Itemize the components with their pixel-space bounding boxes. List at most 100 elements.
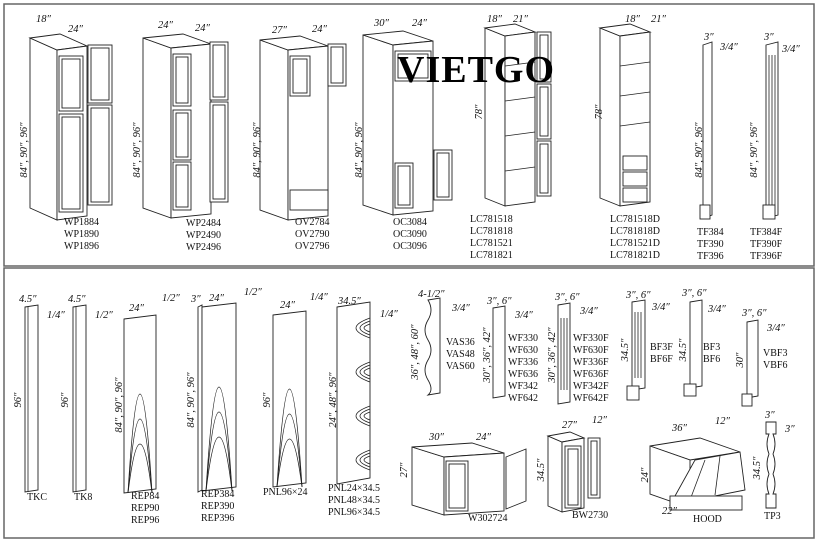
item-w302724: 30″ 24″ 27″ W302724 xyxy=(399,432,507,524)
dim-depth: 18″ xyxy=(487,14,503,25)
model-label: WF342 xyxy=(508,381,538,392)
door-panel xyxy=(567,448,579,506)
dim-width: 4-1/2″ xyxy=(418,289,445,300)
plywood-panel xyxy=(272,310,307,488)
dim-depth: 12″ xyxy=(715,416,731,427)
model-label: WP1896 xyxy=(64,241,99,252)
dim-height: 34.5″ xyxy=(752,456,763,480)
item-bff: 3″, 6″ 3/4″ 34.5″ BF3F BF6F xyxy=(620,290,673,365)
model-label: LC781521D xyxy=(610,238,660,249)
dim-bottom-depth: 22″ xyxy=(662,506,678,517)
dim-width: 3″, 6″ xyxy=(625,290,651,301)
dim-height: 30″, 36″, 42″ xyxy=(482,327,493,384)
cabinet-front xyxy=(504,31,536,207)
item-wff: 3″, 6″ 3/4″ 30″, 36″, 42″ WF330F WF630F … xyxy=(547,292,609,404)
dim-width: 24″ xyxy=(280,300,296,311)
model-label: WP2496 xyxy=(186,242,221,253)
dim-width: 3″, 6″ xyxy=(681,288,707,299)
model-label: PNL48×34.5 xyxy=(328,495,380,506)
dim-depth: 3″ xyxy=(784,424,795,435)
door-panel xyxy=(539,34,549,80)
dim-height: 78″ xyxy=(474,104,485,120)
dim-height: 34.5″ xyxy=(620,338,631,362)
dim-height: 84″, 90″, 96″ xyxy=(694,122,705,178)
model-label: OV2790 xyxy=(295,229,329,240)
filler-base xyxy=(683,383,697,397)
bottom-panel-frame xyxy=(3,267,815,539)
model-label: BF3 xyxy=(703,342,720,353)
model-label: VAS36 xyxy=(446,337,475,348)
model-label: LC781821D xyxy=(610,250,660,261)
model-label: VBF3 xyxy=(763,348,787,359)
dim-width: 24″ xyxy=(195,23,211,34)
door-panel xyxy=(90,107,110,203)
refrigerator-end-panel xyxy=(201,302,237,492)
wood-grain xyxy=(276,388,303,488)
toe-kick-strip xyxy=(72,304,87,493)
wood-grain xyxy=(205,386,233,492)
dim-height: 96″ xyxy=(13,392,24,408)
model-label: BF3F xyxy=(650,342,673,353)
model-label: PNL96×24 xyxy=(263,487,308,498)
dim-width: 3″ xyxy=(763,32,774,43)
model-label: BF6F xyxy=(650,354,673,365)
watermark-logo: VIETGO xyxy=(397,49,555,91)
model-label: WF330 xyxy=(508,333,538,344)
model-label: LC781521 xyxy=(470,238,513,249)
model-label: HOOD xyxy=(693,514,722,525)
door-panel xyxy=(61,116,81,210)
dim-width: 24″ xyxy=(412,18,428,29)
cabinet-side xyxy=(142,37,172,219)
wood-grain xyxy=(359,320,371,336)
drawer xyxy=(622,187,648,203)
model-label: BF6 xyxy=(703,354,720,365)
model-label: WF642F xyxy=(573,393,609,404)
item-tp3: 3″ 3″ 34.5″ TP3 xyxy=(752,410,795,522)
model-label: REP390 xyxy=(201,501,234,512)
model-label: VAS60 xyxy=(446,361,475,372)
model-label: LC781818D xyxy=(610,226,660,237)
hood-strap xyxy=(689,459,706,501)
wood-grain xyxy=(355,317,371,339)
dim-thickness: 3/4″ xyxy=(514,310,533,321)
item-vas: 4-1/2″ 3/4″ 36″, 48″, 60″ VAS36 VAS48 VA… xyxy=(410,289,475,381)
door-panel xyxy=(212,44,226,98)
dim-width: 27″ xyxy=(562,420,578,431)
top-panel-frame xyxy=(3,3,815,267)
model-label: TF390F xyxy=(750,239,783,250)
model-label: WF642 xyxy=(508,393,538,404)
item-rep: 24″ 1/2″ 84″, 90″, 96″ REP84 REP90 REP96 xyxy=(114,293,180,526)
dim-width: 36″ xyxy=(671,423,688,434)
model-label: LC781818 xyxy=(470,226,513,237)
door-panel xyxy=(436,152,450,198)
filler-base xyxy=(741,393,753,407)
model-label: WP1884 xyxy=(64,217,99,228)
model-label: OC3096 xyxy=(393,241,427,252)
model-label: OC3084 xyxy=(393,217,427,228)
wood-grain xyxy=(363,411,371,421)
model-label: WF330F xyxy=(573,333,609,344)
dim-thickness: 1/4″ xyxy=(310,292,328,303)
model-label: OV2784 xyxy=(295,217,329,228)
plywood-panel xyxy=(336,301,371,485)
dim-width: 3″, 6″ xyxy=(741,308,767,319)
model-label: WP2484 xyxy=(186,218,221,229)
cabinet-side xyxy=(29,37,58,221)
wood-grain xyxy=(127,418,153,494)
model-label: WF636 xyxy=(508,369,538,380)
wood-grain xyxy=(127,443,153,494)
dim-width: 30″ xyxy=(428,432,445,443)
item-lc: 18″ 21″ 78″ LC781518 LC781818 LC781521 L… xyxy=(470,14,529,261)
filler-base xyxy=(699,204,711,220)
model-label: REP96 xyxy=(131,515,159,526)
model-label: REP384 xyxy=(201,489,234,500)
door-panel xyxy=(61,58,81,109)
cabinet-shelf xyxy=(619,91,651,97)
dim-height: 96″ xyxy=(262,392,273,408)
dim-height: 30″, 36″, 42″ xyxy=(547,327,558,384)
dim-height: 84″, 90″, 96″ xyxy=(114,377,125,433)
cabinet-shelf xyxy=(504,61,536,67)
dim-thickness: 1/2″ xyxy=(95,310,113,321)
